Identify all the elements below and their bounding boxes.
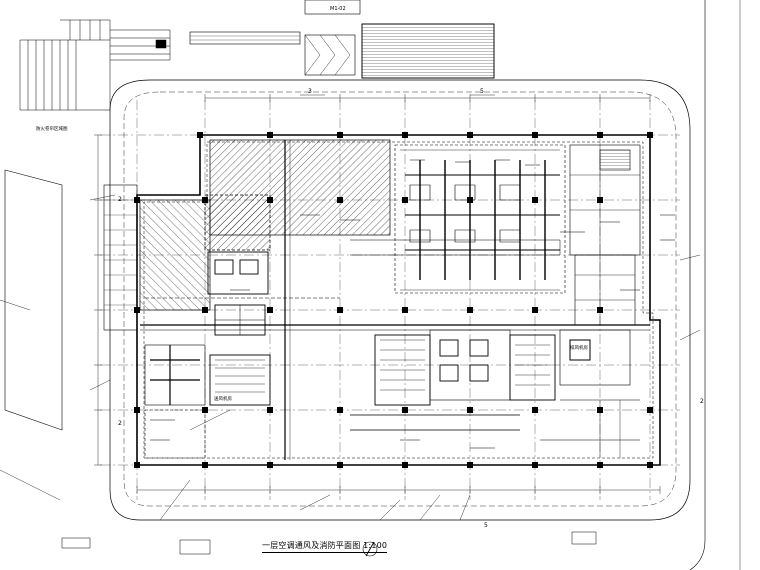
north-arrow — [362, 541, 378, 557]
left-diag — [0, 299, 61, 501]
top-tag-label: M1-02 — [330, 6, 346, 12]
axis-label-left-upper: 2 — [118, 196, 122, 203]
duct-zone-upper-right — [350, 144, 566, 294]
note-boxes — [61, 531, 597, 555]
core-blocks — [207, 251, 556, 406]
hatched-zones — [139, 139, 391, 311]
axis-label-top-3: 3 — [308, 88, 312, 95]
leader-lines — [89, 194, 701, 521]
road-right — [689, 0, 706, 570]
left-wing — [4, 169, 63, 431]
note-supply-fan-room: 送风机房 — [214, 397, 232, 402]
note-exhaust-fan-room: 排风机房 — [570, 346, 588, 351]
top-structures — [189, 0, 495, 79]
axis-label-right-2: 2 — [700, 398, 704, 405]
drawing-title: 一层空调通风及消防平面图 1:100 — [262, 540, 388, 553]
site-boundary — [109, 79, 691, 521]
axis-label-bottom-5: 5 — [484, 522, 488, 529]
annotation-ticks — [150, 159, 675, 449]
site-boundary-inner — [123, 91, 677, 507]
axis-label-left-lower: 2 — [118, 420, 122, 427]
main-ducts — [140, 140, 650, 460]
dimension-lines — [94, 94, 661, 494]
note-fire-shutter-area: 防火卷帘区域图 — [36, 127, 68, 132]
left-rooms — [103, 184, 206, 459]
top-left-steps — [19, 19, 171, 111]
axis-label-top-5: 5 — [480, 88, 484, 95]
